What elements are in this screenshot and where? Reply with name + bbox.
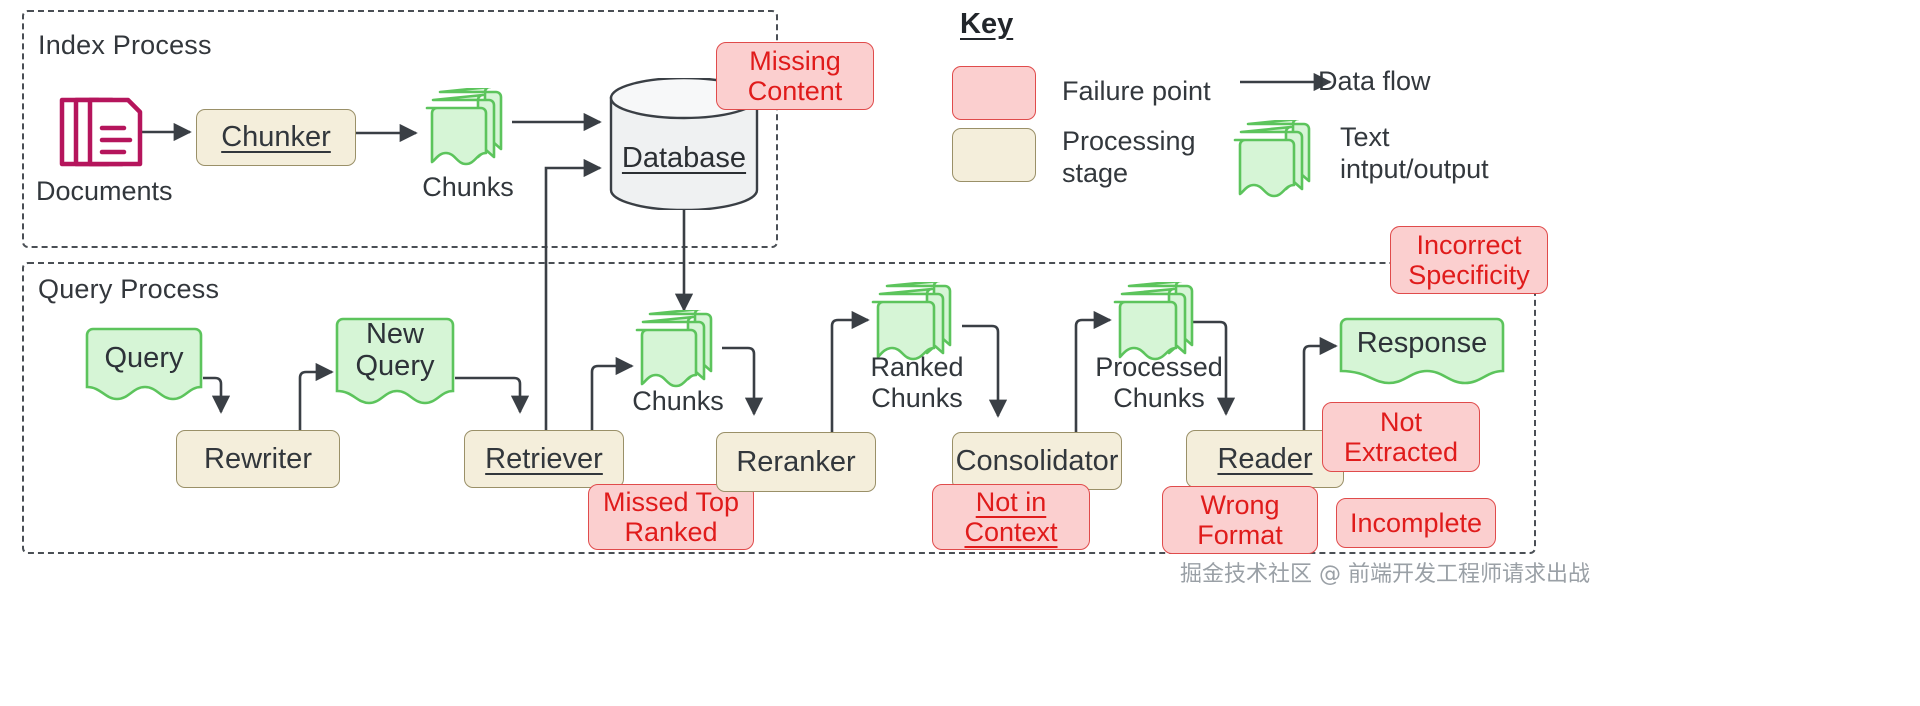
key-swatch-processing-stage	[952, 128, 1036, 182]
failure-incorrect-specificity[interactable]: Incorrect Specificity	[1390, 226, 1548, 294]
database-label: Database	[621, 141, 747, 174]
ranked-chunks-label: Ranked Chunks	[870, 352, 964, 414]
processed-chunks-icon	[1112, 279, 1204, 364]
processed-chunks-label: Processed Chunks	[1095, 352, 1223, 414]
stage-reranker-label: Reranker	[736, 445, 856, 478]
failure-missing-content-label: Missing Content	[747, 45, 843, 106]
stage-rewriter-label: Rewriter	[204, 442, 312, 475]
stage-consolidator[interactable]: Consolidator	[952, 432, 1122, 490]
stage-rewriter[interactable]: Rewriter	[176, 430, 340, 488]
stage-consolidator-label: Consolidator	[955, 444, 1119, 477]
failure-wrong-format[interactable]: Wrong Format	[1162, 486, 1318, 554]
query-doc: Query	[84, 326, 204, 406]
stage-chunker[interactable]: Chunker	[196, 109, 356, 166]
stage-reranker[interactable]: Reranker	[716, 432, 876, 492]
failure-missed-top-ranked-label: Missed Top Ranked	[602, 486, 740, 547]
stage-reader[interactable]: Reader	[1186, 430, 1344, 488]
documents-icon	[56, 92, 148, 174]
stage-reader-label: Reader	[1217, 442, 1313, 475]
watermark: 掘金技术社区 @ 前端开发工程师请求出战	[1180, 562, 1590, 587]
database-label-wrap: Database	[608, 138, 760, 178]
new-query-doc: New Query	[334, 316, 456, 412]
key-label-failure-point: Failure point	[1062, 76, 1211, 106]
stage-retriever[interactable]: Retriever	[464, 430, 624, 488]
documents-label: Documents	[36, 176, 173, 206]
stage-retriever-label: Retriever	[485, 442, 603, 475]
chunks-query-label: Chunks	[632, 386, 724, 416]
failure-wrong-format-label: Wrong Format	[1197, 489, 1283, 550]
failure-incorrect-specificity-label: Incorrect Specificity	[1408, 229, 1530, 290]
ranked-chunks-icon	[870, 279, 962, 364]
group-index-process	[22, 10, 778, 248]
key-swatch-text-io	[1232, 117, 1320, 200]
failure-not-in-context-label: Not in Context	[964, 486, 1058, 547]
chunks-query-icon	[634, 307, 722, 390]
chunks-index-icon	[424, 85, 512, 168]
stage-chunker-label: Chunker	[221, 121, 331, 154]
failure-missing-content[interactable]: Missing Content	[716, 42, 874, 110]
group-query-process-label: Query Process	[38, 274, 220, 304]
group-index-process-label: Index Process	[38, 30, 212, 60]
failure-not-extracted[interactable]: Not Extracted	[1322, 402, 1480, 472]
failure-not-extracted-label: Not Extracted	[1343, 406, 1459, 467]
failure-incomplete-label: Incomplete	[1349, 507, 1483, 538]
key-title: Key	[960, 8, 1014, 40]
failure-missed-top-ranked[interactable]: Missed Top Ranked	[588, 484, 754, 550]
chunks-index-label: Chunks	[422, 172, 514, 202]
failure-incomplete[interactable]: Incomplete	[1336, 498, 1496, 548]
group-query-process	[22, 262, 1536, 554]
key-label-processing-stage: Processing stage	[1062, 126, 1196, 188]
key-label-text-io: Text intput/output	[1340, 122, 1489, 184]
key-swatch-data-flow	[1238, 68, 1344, 96]
response-doc: Response	[1338, 316, 1506, 390]
key-label-data-flow: Data flow	[1318, 66, 1431, 96]
failure-not-in-context[interactable]: Not in Context	[932, 484, 1090, 550]
key-swatch-failure-point	[952, 66, 1036, 120]
